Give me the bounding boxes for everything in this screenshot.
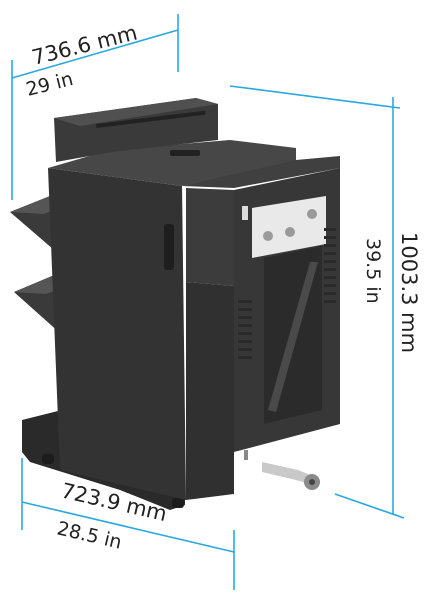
vent-right: [324, 228, 336, 303]
vent-left: [238, 300, 252, 359]
internal-knob-3: [307, 209, 317, 219]
right-section-top: [182, 156, 340, 188]
height-tick-bottom: [334, 493, 405, 519]
dimension-lines: [11, 14, 405, 590]
internal-latch: [242, 206, 248, 220]
lower-right-panel: [186, 282, 234, 500]
top-cover-slot: [95, 110, 206, 128]
height-in-label: 39.5 in: [362, 238, 384, 304]
depth-mm-label: 736.6 mm: [29, 21, 139, 70]
internal-knob-2: [285, 227, 295, 237]
caster-left: [42, 454, 54, 464]
depth-dimension-line: [11, 29, 179, 79]
top-handle: [170, 150, 200, 156]
pull-out-arm: [262, 462, 318, 486]
arm-end-hub: [309, 479, 315, 485]
width-dimension-line: [21, 501, 235, 553]
front-handle: [164, 224, 174, 270]
main-body-front: [48, 168, 186, 500]
side-latch: [244, 450, 248, 460]
right-upper-panel: [186, 188, 234, 286]
finisher-device: [10, 98, 340, 510]
top-cover-lid: [54, 98, 218, 126]
internal-cavity: [252, 196, 326, 258]
caster-right: [172, 498, 184, 508]
height-mm-label: 1003.3 mm: [397, 232, 421, 353]
diagonal-strut: [268, 262, 318, 412]
height-tick-top: [229, 85, 401, 109]
internal-knob-1: [263, 231, 273, 241]
